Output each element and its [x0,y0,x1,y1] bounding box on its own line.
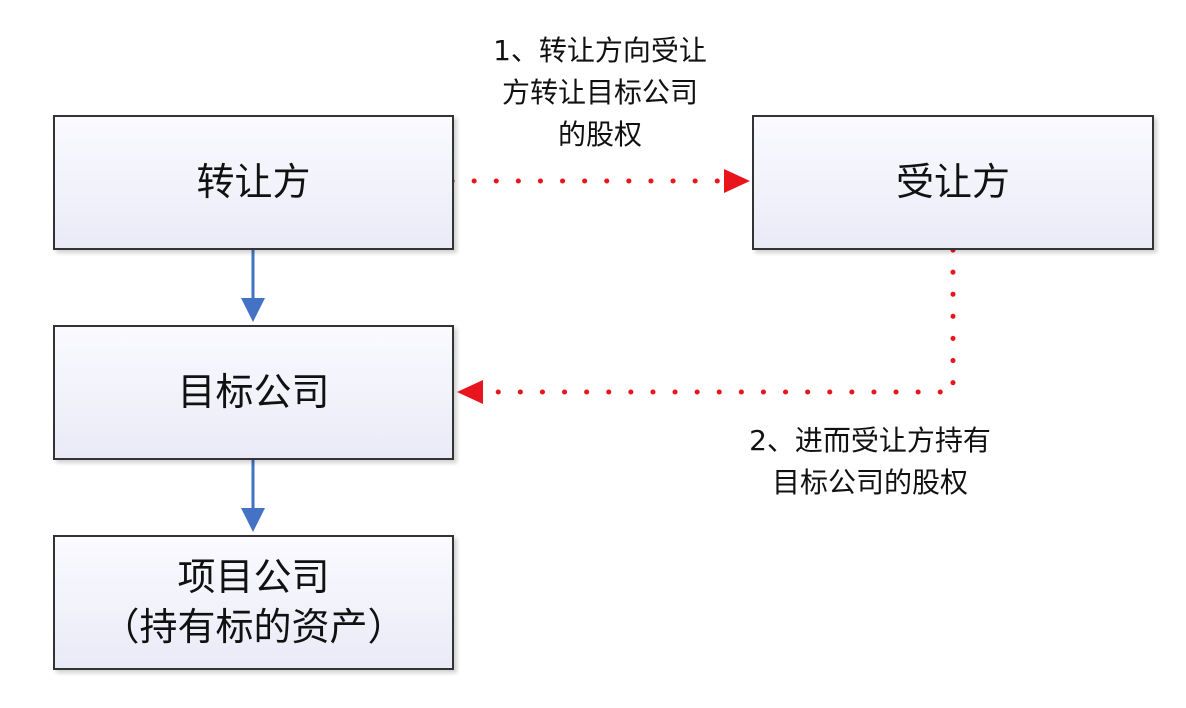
arrow-target-to-project [241,460,265,532]
transferee-label: 受让方 [895,159,1010,204]
target-company-label: 目标公司 [177,369,330,414]
project-company-box: 项目公司 （持有标的资产） [53,535,454,670]
arrow-transferor-to-target [241,250,265,322]
transferee-box: 受让方 [752,115,1154,250]
step2-line: 2、进而受让方持有 [749,424,991,457]
dotted-arrow-transferee-to-target [457,247,956,404]
transferor-box: 转让方 [53,115,454,250]
step1-annotation: 1、转让方向受让 方转让目标公司 的股权 [450,30,750,156]
step1-line: 1、转让方向受让 [493,34,707,67]
step1-line: 方转让目标公司 [501,76,698,109]
dotted-arrow-transferor-to-transferee [449,169,750,193]
step2-annotation: 2、进而受让方持有 目标公司的股权 [700,420,1040,504]
project-company-sublabel: （持有标的资产） [101,604,406,649]
step2-line: 目标公司的股权 [771,466,968,499]
step1-line: 的股权 [557,118,642,151]
transferor-label: 转让方 [196,159,311,204]
target-company-box: 目标公司 [53,325,454,460]
project-company-label: 项目公司 [177,555,330,600]
